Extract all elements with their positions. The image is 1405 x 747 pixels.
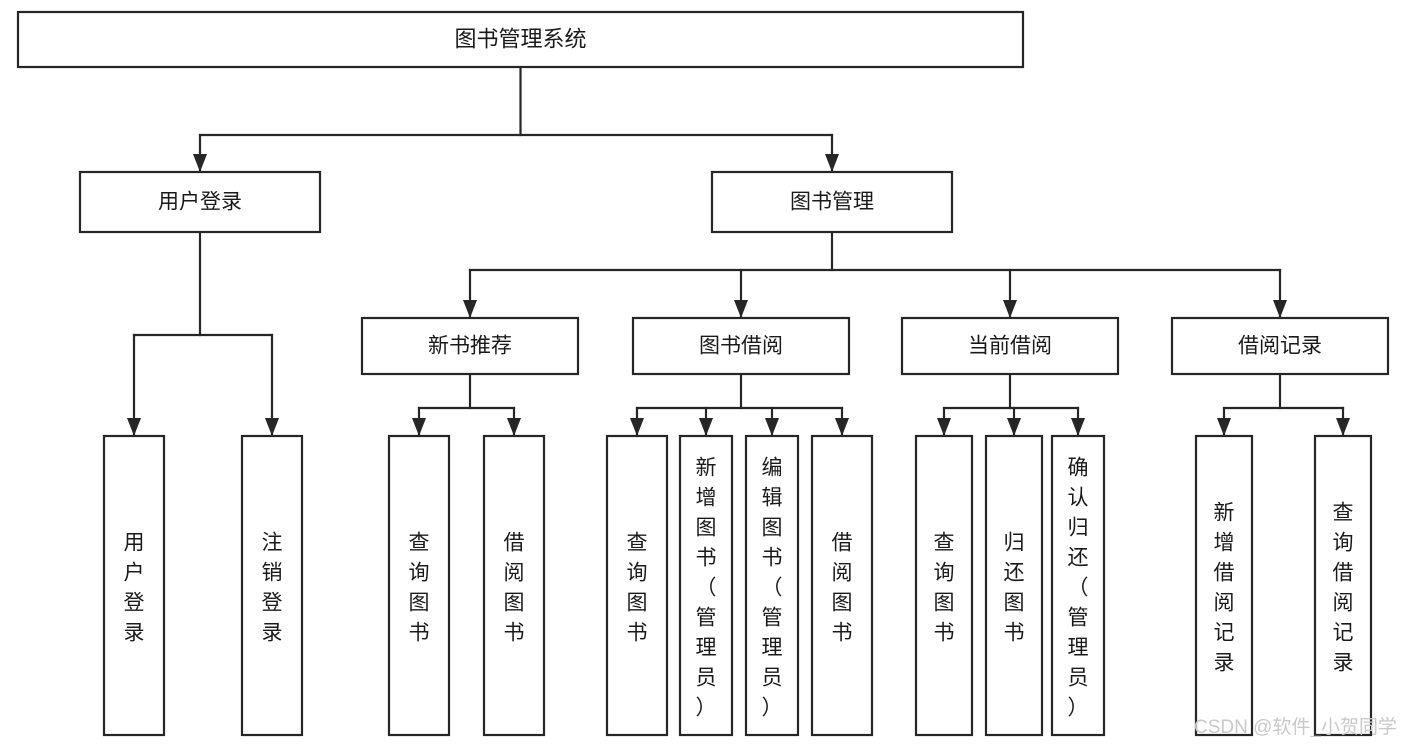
node-level3-0-label: 新书推荐 (428, 335, 512, 358)
node-leaf-图书借阅-2-rect (744, 434, 800, 737)
node-leaf-用户登录-0[interactable]: 用户登录 (102, 434, 166, 737)
node-leaf-图书借阅-3-rect (810, 434, 874, 737)
node-leaf-新书推荐-0-rect (387, 434, 451, 737)
level3-1-to-leaves-arrow-2 (765, 418, 779, 436)
node-leaf-新书推荐-0-label: 查询图书 (409, 532, 430, 645)
userlogin-to-leaves-arrow-0 (127, 418, 141, 436)
node-leaf-图书借阅-3[interactable]: 借阅图书 (810, 434, 874, 737)
connectors-layer (127, 65, 1350, 437)
node-level3-0[interactable]: 新书推荐 (360, 316, 580, 376)
level3-0-to-leaves-arrow-0 (412, 418, 426, 436)
level3-2-to-leaves-arrow-0 (937, 418, 951, 436)
node-leaf-图书借阅-0-rect (605, 434, 669, 737)
node-leaf-当前借阅-2-rect (1050, 434, 1106, 737)
node-leaf-新书推荐-1[interactable]: 借阅图书 (482, 434, 546, 737)
node-level3-3-rect (1170, 316, 1390, 376)
node-level3-1-label: 图书借阅 (699, 335, 783, 358)
node-leaf-借阅记录-0-label: 新增借阅记录 (1214, 502, 1235, 675)
node-leaf-图书借阅-0-label: 查询图书 (627, 532, 648, 645)
userlogin-to-leaves-arrow-1 (265, 418, 279, 436)
level3-0-to-leaves-arrow-1 (507, 418, 521, 436)
node-level2-0-label: 用户登录 (158, 191, 242, 214)
node-leaf-当前借阅-1-rect (984, 434, 1044, 737)
node-leaf-借阅记录-1-rect (1313, 434, 1373, 737)
node-leaf-新书推荐-1-rect (482, 434, 546, 737)
node-leaf-图书借阅-1-label: 新增图书（管理员） (696, 457, 717, 720)
node-leaf-图书借阅-3-label: 借阅图书 (832, 532, 853, 645)
node-leaf-图书借阅-1[interactable]: 新增图书（管理员） (678, 434, 734, 737)
level3-1-to-leaves-arrow-3 (835, 418, 849, 436)
node-leaf-当前借阅-0-rect (914, 434, 974, 737)
node-root-图书管理系统-label: 图书管理系统 (454, 26, 586, 51)
bookmgmt-to-level3-arrow-3 (1273, 300, 1287, 318)
node-level3-0-rect (360, 316, 580, 376)
node-leaf-用户登录-1[interactable]: 注销登录 (240, 434, 304, 737)
node-leaf-图书借阅-2-label: 编辑图书（管理员） (762, 457, 783, 720)
level3-1-to-leaves-arrow-0 (630, 418, 644, 436)
node-leaf-借阅记录-0[interactable]: 新增借阅记录 (1194, 434, 1254, 737)
node-level3-2-rect (900, 316, 1120, 376)
node-leaf-用户登录-1-rect (240, 434, 304, 737)
level3-2-to-leaves-arrow-1 (1007, 418, 1021, 436)
level3-2-to-leaves-arrow-2 (1071, 418, 1085, 436)
root-to-level2-arrow-0 (193, 154, 207, 172)
node-leaf-借阅记录-1[interactable]: 查询借阅记录 (1313, 434, 1373, 737)
node-leaf-借阅记录-0-rect (1194, 434, 1254, 737)
node-level2-0-rect (78, 170, 322, 234)
node-leaf-用户登录-0-label: 用户登录 (124, 532, 145, 645)
node-level3-1-rect (631, 316, 851, 376)
node-leaf-当前借阅-1-label: 归还图书 (1004, 532, 1025, 645)
node-level3-2-label: 当前借阅 (968, 335, 1052, 358)
node-level2-1[interactable]: 图书管理 (710, 170, 954, 234)
node-leaf-用户登录-1-label: 注销登录 (262, 532, 283, 645)
node-level3-2[interactable]: 当前借阅 (900, 316, 1120, 376)
bookmgmt-to-level3-arrow-0 (463, 300, 477, 318)
node-leaf-借阅记录-1-label: 查询借阅记录 (1333, 502, 1354, 675)
node-leaf-新书推荐-0[interactable]: 查询图书 (387, 434, 451, 737)
node-level3-3[interactable]: 借阅记录 (1170, 316, 1390, 376)
node-leaf-当前借阅-0[interactable]: 查询图书 (914, 434, 974, 737)
node-level3-3-label: 借阅记录 (1238, 335, 1322, 358)
csdn-watermark: CSDN @软件_小贺同学 (1194, 716, 1397, 738)
level3-3-to-leaves-arrow-0 (1217, 418, 1231, 436)
node-level2-1-label: 图书管理 (790, 191, 874, 214)
node-leaf-图书借阅-0[interactable]: 查询图书 (605, 434, 669, 737)
nodes-layer: 图书管理系统用户登录图书管理新书推荐图书借阅当前借阅借阅记录用户登录注销登录查询… (16, 10, 1390, 737)
node-root-图书管理系统[interactable]: 图书管理系统 (16, 10, 1025, 69)
bookmgmt-to-level3-arrow-1 (734, 300, 748, 318)
node-leaf-图书借阅-2[interactable]: 编辑图书（管理员） (744, 434, 800, 737)
node-root-图书管理系统-rect (16, 10, 1025, 69)
node-level3-1[interactable]: 图书借阅 (631, 316, 851, 376)
node-leaf-当前借阅-0-label: 查询图书 (934, 532, 955, 645)
node-leaf-当前借阅-2-label: 确认归还（管理员） (1068, 457, 1089, 720)
node-leaf-新书推荐-1-label: 借阅图书 (504, 532, 525, 645)
node-level2-0[interactable]: 用户登录 (78, 170, 322, 234)
level3-3-to-leaves-arrow-1 (1336, 418, 1350, 436)
bookmgmt-to-level3-arrow-2 (1003, 300, 1017, 318)
node-leaf-用户登录-0-rect (102, 434, 166, 737)
node-leaf-当前借阅-1[interactable]: 归还图书 (984, 434, 1044, 737)
node-level2-1-rect (710, 170, 954, 234)
node-leaf-当前借阅-2[interactable]: 确认归还（管理员） (1050, 434, 1106, 737)
level3-1-to-leaves-arrow-1 (699, 418, 713, 436)
root-to-level2-arrow-1 (825, 154, 839, 172)
node-leaf-图书借阅-1-rect (678, 434, 734, 737)
